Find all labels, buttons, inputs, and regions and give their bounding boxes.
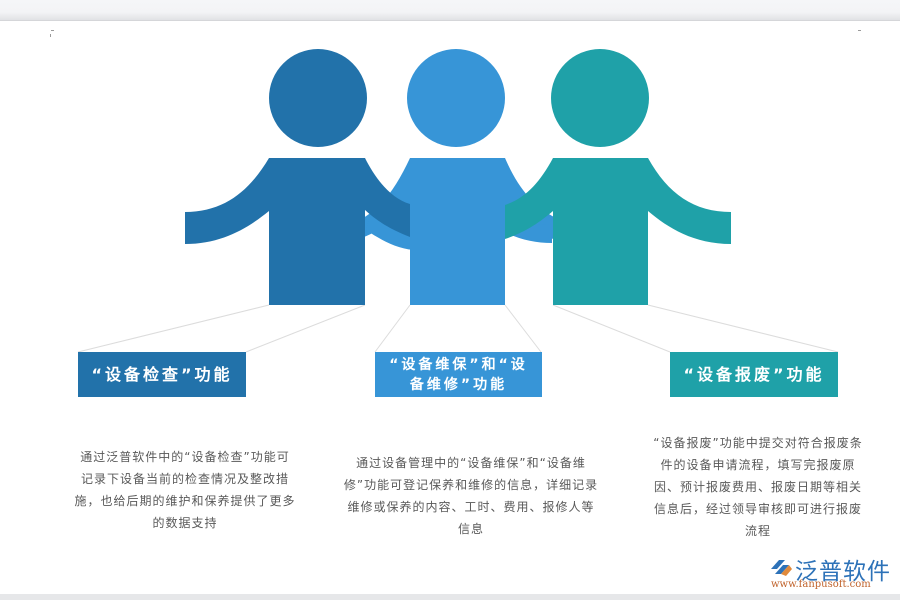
section-desc-maintenance: 通过设备管理中的“设备维保”和“设备维修”功能可登记保养和维修的信息，详细记录维… xyxy=(343,456,599,536)
corner-mark-right xyxy=(858,30,861,31)
connector-lines xyxy=(77,304,839,353)
brand-logo: 泛普软件 www.fanpusoft.com xyxy=(765,552,895,592)
corner-mark-left-vertical xyxy=(50,34,51,37)
section-title-inspection: “设备检查”功能 xyxy=(78,352,246,397)
top-toolbar-strip xyxy=(0,0,900,21)
person-figure-scrapping xyxy=(505,49,731,305)
section-desc-inspection: 通过泛普软件中的“设备检查”功能可记录下设备当前的检查情况及整改措施，也给后期的… xyxy=(74,450,296,530)
corner-mark-left xyxy=(51,30,54,31)
brand-url: www.fanpusoft.com xyxy=(771,579,871,590)
section-title-scrapping: “设备报废”功能 xyxy=(670,352,838,397)
bottom-strip xyxy=(0,594,900,600)
brand-name: 泛普软件 xyxy=(795,559,891,585)
person-figure-inspection xyxy=(185,49,410,305)
fanpu-logo-icon xyxy=(771,560,792,576)
section-desc-scrapping: “设备报废”功能中提交对符合报废条件的设备申请流程，填写完报废原因、预计报废费用… xyxy=(653,436,863,538)
person-figure-maintenance xyxy=(356,49,560,305)
section-title-maintenance: “设备维保”和“设备维修”功能 xyxy=(375,352,542,397)
